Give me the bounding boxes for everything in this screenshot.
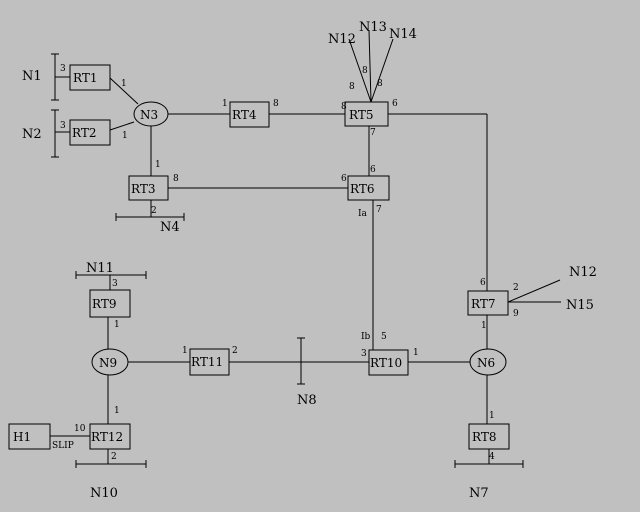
cost-rt6-rt3: 6	[341, 174, 347, 184]
cost-rt7-rt5: 6	[480, 278, 486, 288]
cost-rt5-n13: 8	[362, 66, 368, 76]
rt3-box[interactable]	[128, 175, 169, 201]
n2-label: N2	[22, 127, 42, 142]
cost-rt10-n6: 1	[413, 348, 419, 358]
cost-rt8-n7: 4	[489, 452, 495, 462]
links	[50, 29, 561, 437]
ia-label: Ia	[358, 209, 368, 219]
rt6-box[interactable]	[347, 175, 390, 201]
cost-rt10-n8: 3	[361, 349, 367, 359]
rt12-label: RT12	[91, 430, 123, 444]
link-rt5-n13	[368, 29, 372, 103]
cost-rt11-n9: 1	[182, 346, 188, 356]
cost-rt6-rt10: 7	[376, 205, 382, 215]
cost-rt5-rt7: 6	[392, 99, 398, 109]
n12-top-label: N12	[328, 32, 356, 47]
cost-rt12-h1: 10	[74, 424, 86, 434]
n8-label: N8	[297, 393, 317, 408]
cost-rt1-n3: 1	[121, 79, 127, 89]
rt12-box[interactable]	[89, 423, 131, 450]
cost-rt12-n9: 1	[114, 406, 120, 416]
rt3-label: RT3	[131, 182, 155, 196]
cost-rt6-rt5: 6	[370, 165, 376, 175]
n3-label: N3	[140, 108, 158, 122]
n10-label: N10	[90, 486, 118, 501]
ib-label: Ib	[361, 332, 371, 342]
rt10-box[interactable]	[368, 349, 409, 376]
rt9-label: RT9	[92, 297, 116, 311]
n15-label: N15	[566, 298, 594, 313]
rt11-box[interactable]	[189, 348, 230, 376]
cost-rt3-rt6: 8	[173, 174, 179, 184]
cost-rt1-n1: 3	[60, 64, 66, 74]
n9-ellipse[interactable]	[91, 348, 129, 376]
node-labels: RT1 RT2 RT3 RT4 RT5 RT6 RT7 RT8 RT9 RT10…	[13, 71, 496, 444]
rt8-label: RT8	[472, 430, 496, 444]
cost-rt7-n12: 2	[513, 283, 519, 293]
cost-rt9-n9: 1	[114, 320, 120, 330]
cost-rt5-n12: 8	[349, 82, 355, 92]
n1-label: N1	[22, 69, 42, 84]
cost-rt12-n10: 2	[111, 452, 117, 462]
cost-rt8-n6: 1	[489, 411, 495, 421]
n6-ellipse[interactable]	[469, 348, 507, 376]
rt5-box[interactable]	[344, 101, 389, 127]
n9-label: N9	[99, 356, 117, 370]
rt6-label: RT6	[350, 182, 374, 196]
rt7-box[interactable]	[467, 290, 509, 316]
cost-rt10-rt6: 5	[381, 332, 387, 342]
n7-label: N7	[469, 486, 489, 501]
n6-label: N6	[477, 356, 495, 370]
n14-label: N14	[389, 27, 417, 42]
cost-rt2-n2: 3	[60, 121, 66, 131]
network-labels: N1 N2 N4 N11 N8 N10 N7 N12 N13 N14 N12 N…	[22, 20, 597, 501]
rt2-box[interactable]	[69, 119, 111, 146]
n13-label: N13	[359, 20, 387, 35]
n11-label: N11	[86, 261, 114, 276]
rt2-label: RT2	[72, 126, 96, 140]
cost-rt2-n3: 1	[122, 131, 128, 141]
cost-n3-rt4: 1	[222, 99, 228, 109]
rt11-label: RT11	[191, 355, 223, 369]
link-rt5-n12	[348, 38, 372, 103]
rt10-label: RT10	[370, 356, 402, 370]
h1-box[interactable]	[8, 423, 51, 450]
link-rt5-n14	[370, 38, 394, 103]
interface-labels: Ia Ib SLIP	[52, 209, 371, 451]
transit-networks	[91, 101, 507, 376]
cost-rt5-n14: 8	[377, 79, 383, 89]
interface-costs: 3 1 3 1 1 8 8 8 8 8 6 7 1 8 2 6 6 7 6 2 …	[60, 64, 519, 462]
rt4-label: RT4	[232, 108, 257, 122]
cost-rt5-rt6: 7	[370, 128, 376, 138]
routers	[8, 64, 510, 450]
rt4-box[interactable]	[229, 101, 270, 128]
cost-rt4-rt5: 8	[273, 99, 279, 109]
cost-rt3-n4: 2	[151, 206, 157, 216]
rt1-label: RT1	[73, 71, 97, 85]
n12-right-label: N12	[569, 265, 597, 280]
cost-rt7-n15: 9	[513, 309, 519, 319]
rt5-label: RT5	[349, 108, 373, 122]
link-rt1-n3	[109, 77, 139, 105]
rt8-box[interactable]	[468, 423, 510, 450]
rt7-label: RT7	[471, 297, 495, 311]
link-rt7-n12	[507, 279, 561, 303]
stub-network-bars	[51, 53, 524, 468]
n4-label: N4	[160, 220, 180, 235]
cost-rt5-rt4: 8	[341, 102, 347, 112]
cost-rt3-n3: 1	[155, 160, 161, 170]
cost-rt11-n8: 2	[232, 346, 238, 356]
slip-label: SLIP	[52, 441, 74, 451]
cost-rt9-n11: 3	[112, 279, 118, 289]
link-rt2-n3	[109, 121, 135, 131]
n3-ellipse[interactable]	[133, 101, 169, 127]
rt1-box[interactable]	[69, 64, 111, 91]
cost-rt7-n6: 1	[481, 321, 487, 331]
rt9-box[interactable]	[89, 289, 131, 318]
h1-label: H1	[13, 430, 31, 444]
